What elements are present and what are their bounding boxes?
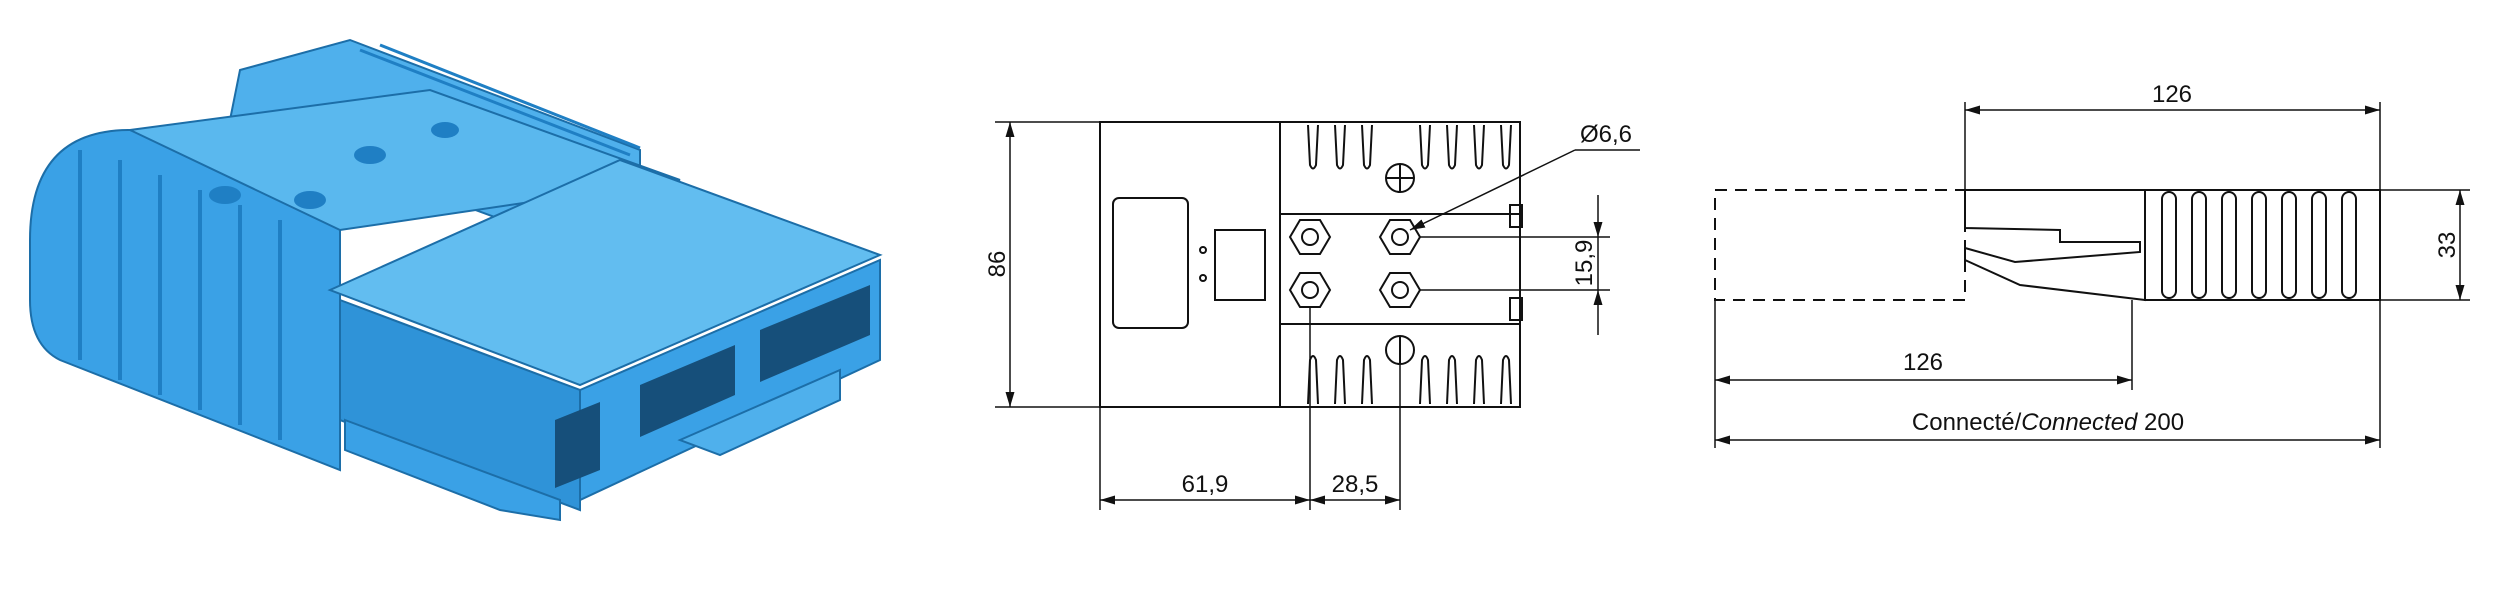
render-top-holes [209,122,459,209]
side-connected-prefix: Connecté/ [1912,409,2022,436]
front-left-block [1099,121,1281,408]
side-connected-dimension: Connecté/Connected 200 [1715,409,2380,445]
side-mating-connector-dashed [1714,189,1966,301]
front-hex-nuts [1288,219,1422,308]
front-hole-diameter-dimension: Ø6,6 [1409,121,1640,231]
front-height-label: 86 [984,251,1011,278]
front-right-width-label: 28,5 [1332,471,1379,498]
side-height-dimension: 33 [2380,189,2470,301]
front-side-tab-top [1509,204,1523,228]
side-connected-label: Connecté/Connected 200 [1912,409,2184,436]
render-front-face [339,298,581,512]
front-view-drawing: 86 Ø6,6 15,9 61,9 28,5 [984,121,1640,510]
front-bottom-fins [1307,355,1512,405]
front-hole-diameter-label: Ø6,6 [1580,121,1632,148]
side-top-length-label: 126 [2152,81,2192,108]
front-width-dimensions: 61,9 28,5 [1099,307,1401,510]
front-screw-top [1385,163,1415,193]
front-pitch-dimension: 15,9 [1420,195,1610,335]
render-top-ridges [359,43,641,157]
front-screw-bottom [1385,335,1415,365]
front-top-fins [1307,124,1512,170]
side-bottom-length-label: 126 [1903,349,1943,376]
side-bottom-length-dimension: 126 [1714,300,2381,448]
render-front-top [327,158,883,387]
side-view-drawing: 126 33 126 Connecté/Connected 200 [1714,81,2470,448]
front-dot-2 [1199,274,1207,282]
side-top-length-dimension: 126 [1964,81,2381,190]
front-height-dimension: 86 [984,121,1100,408]
front-left-width-label: 61,9 [1182,471,1229,498]
side-height-label: 33 [2434,232,2461,259]
side-housing-grip [2144,189,2381,301]
render-lower-flange [344,418,561,522]
front-side-tab-bottom [1509,297,1523,321]
render-contact-slots [555,285,870,488]
front-dot-1 [1199,246,1207,254]
connector-3d-render [29,38,883,522]
front-pitch-label: 15,9 [1571,240,1598,287]
front-small-rect [1214,229,1266,301]
side-housing-front [1964,189,2146,302]
render-lower-tab [677,368,841,457]
render-grip-ribs [78,150,282,440]
front-contact-area [1279,213,1521,325]
side-grip-ribs [2161,191,2357,299]
front-window [1112,197,1189,329]
side-connected-value: 200 [2137,409,2184,436]
side-connected-italic: Connected [2021,409,2138,436]
